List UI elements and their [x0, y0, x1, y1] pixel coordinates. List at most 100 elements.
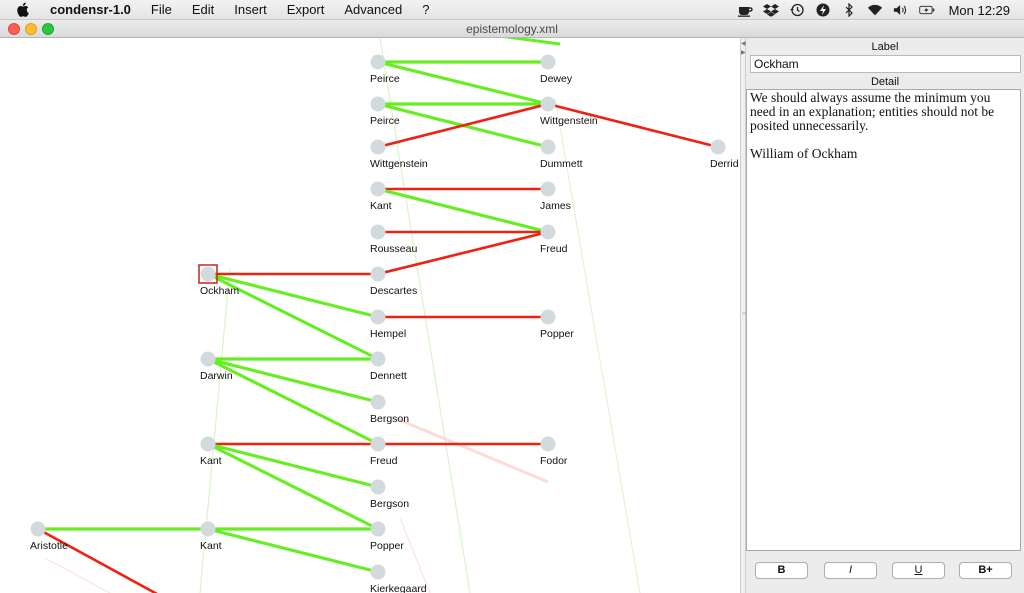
node-dot[interactable] [540, 309, 556, 325]
edge-support[interactable] [376, 187, 550, 234]
node-dot[interactable] [370, 139, 386, 155]
dropbox-icon[interactable] [762, 3, 779, 17]
italic-button[interactable]: I [824, 562, 877, 579]
zoom-window-button[interactable] [42, 23, 54, 35]
node-descartes[interactable]: Descartes [370, 266, 417, 298]
node-dot[interactable] [370, 479, 386, 495]
node-dot[interactable] [200, 351, 216, 367]
coffee-icon[interactable] [737, 3, 753, 17]
node-bergson1[interactable]: Bergson [370, 394, 409, 426]
node-dot[interactable] [370, 309, 386, 325]
edge-support[interactable] [206, 357, 380, 446]
node-dot[interactable] [370, 54, 386, 70]
node-dot[interactable] [30, 521, 46, 537]
menu-help[interactable]: ? [422, 1, 430, 17]
node-dot[interactable] [370, 351, 386, 367]
node-kant3[interactable]: Kant [200, 521, 222, 553]
edge-oppose[interactable] [376, 230, 550, 276]
menu-file[interactable]: File [150, 1, 172, 17]
node-peirce2[interactable]: Peirce [370, 96, 400, 128]
expand-right-arrow-icon[interactable]: ▶ [741, 50, 746, 56]
node-peirce1[interactable]: Peirce [370, 54, 400, 86]
node-kant1[interactable]: Kant [370, 181, 392, 213]
node-freud2[interactable]: Freud [540, 224, 568, 256]
menu-advanced[interactable]: Advanced [344, 1, 403, 17]
edge-support[interactable] [206, 272, 380, 361]
node-dot[interactable] [370, 521, 386, 537]
node-rousseau[interactable]: Rousseau [370, 224, 417, 256]
node-bergson2[interactable]: Bergson [370, 479, 409, 511]
node-dot[interactable] [370, 394, 386, 410]
node-dot[interactable] [540, 96, 556, 112]
node-dot[interactable] [540, 54, 556, 70]
bold-button[interactable]: B [755, 562, 808, 579]
node-dot[interactable] [370, 564, 386, 580]
node-dot[interactable] [540, 181, 556, 197]
node-dot[interactable] [370, 181, 386, 197]
node-ockham[interactable]: Ockham [198, 264, 239, 297]
detail-text-area[interactable]: We should always assume the minimum you … [746, 89, 1021, 551]
node-dot[interactable] [540, 139, 556, 155]
increase-font-button[interactable]: B+ [959, 562, 1012, 579]
close-window-button[interactable] [8, 23, 20, 35]
apple-menu-icon[interactable] [16, 2, 30, 18]
node-james[interactable]: James [540, 181, 571, 213]
node-wittgenstein_l[interactable]: Wittgenstein [370, 139, 428, 171]
minimize-window-button[interactable] [25, 23, 37, 35]
volume-icon[interactable] [893, 3, 909, 17]
menu-insert[interactable]: Insert [234, 1, 267, 17]
edge-support[interactable] [206, 272, 380, 319]
label-input[interactable] [750, 55, 1021, 73]
node-dot[interactable] [370, 266, 386, 282]
edge-support[interactable] [376, 60, 550, 106]
menu-edit[interactable]: Edit [191, 1, 215, 17]
power-bolt-icon[interactable] [815, 3, 831, 17]
menu-export[interactable]: Export [286, 1, 325, 17]
battery-charging-icon[interactable] [918, 3, 935, 17]
wifi-icon[interactable] [867, 3, 883, 17]
node-popper1[interactable]: Popper [370, 521, 404, 553]
edge-support[interactable] [206, 527, 380, 574]
node-hempel[interactable]: Hempel [370, 309, 406, 341]
edge-support[interactable] [206, 442, 380, 489]
node-dot[interactable] [370, 224, 386, 240]
menu-app-name[interactable]: condensr-1.0 [50, 1, 131, 17]
collapse-left-arrow-icon[interactable]: ◀ [741, 41, 746, 47]
node-dot[interactable] [370, 96, 386, 112]
node-aristotle[interactable]: Aristotle [30, 521, 68, 553]
node-dummett[interactable]: Dummett [540, 139, 583, 171]
edge-oppose[interactable] [376, 102, 550, 149]
edge-support[interactable] [206, 442, 380, 531]
node-fodor[interactable]: Fodor [540, 436, 568, 468]
node-popper2[interactable]: Popper [540, 309, 574, 341]
node-label: Popper [370, 540, 404, 552]
node-dot[interactable] [200, 436, 216, 452]
time-machine-icon[interactable] [789, 3, 805, 17]
node-dot[interactable] [370, 436, 386, 452]
split-pane-divider[interactable]: ◀ ▶ ○ [740, 38, 746, 593]
node-dennett[interactable]: Dennett [370, 351, 407, 383]
node-kierkegaard[interactable]: Kierkegaard [370, 564, 427, 593]
node-label: Freud [540, 243, 568, 255]
clock[interactable]: Mon 12:29 [948, 2, 1010, 18]
drag-handle-icon[interactable]: ○ [742, 311, 746, 317]
node-dewey[interactable]: Dewey [540, 54, 573, 86]
edge-oppose[interactable] [36, 527, 168, 593]
node-freud1[interactable]: Freud [370, 436, 398, 468]
node-dot[interactable] [200, 266, 216, 282]
node-kant2[interactable]: Kant [200, 436, 222, 468]
node-dot[interactable] [200, 521, 216, 537]
bluetooth-icon[interactable] [841, 3, 857, 17]
underline-button[interactable]: U [892, 562, 945, 579]
node-wittgenstein_r[interactable]: Wittgenstein [540, 96, 598, 128]
node-dot[interactable] [540, 224, 556, 240]
format-toolbar: B I U B+ [746, 562, 1024, 582]
edge-oppose[interactable] [546, 102, 720, 149]
node-dot[interactable] [540, 436, 556, 452]
node-dot[interactable] [710, 139, 726, 155]
edge-support[interactable] [206, 357, 380, 404]
node-darwin[interactable]: Darwin [200, 351, 233, 383]
argument-map-svg[interactable]: PeircePeirceWittgensteinKantRousseauDesc… [0, 38, 740, 593]
node-derrida[interactable]: Derrid [710, 139, 739, 171]
